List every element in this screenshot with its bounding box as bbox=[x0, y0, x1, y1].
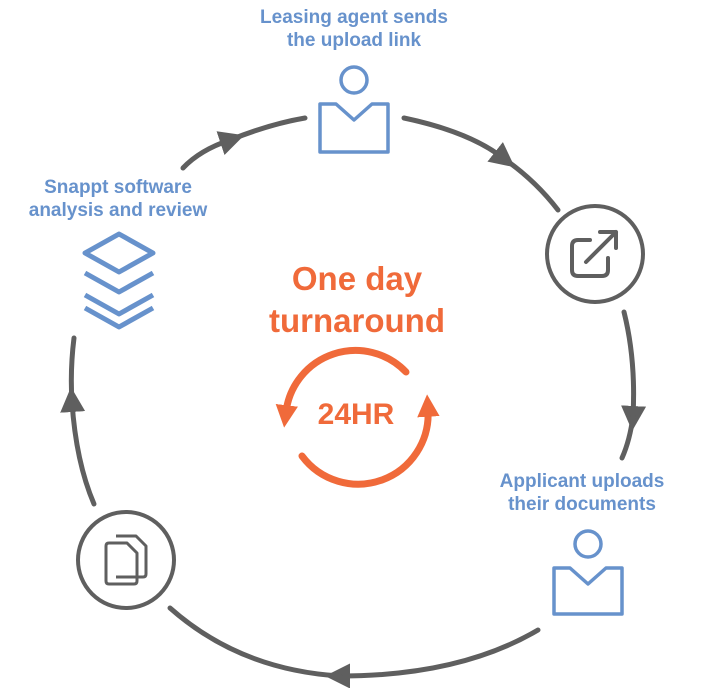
cycle-ring bbox=[60, 115, 647, 688]
arc-agent-to-link bbox=[401, 115, 515, 168]
layer-bottom bbox=[83, 292, 155, 317]
arc-snappt-to-agent bbox=[180, 131, 245, 171]
step-label-line: their documents bbox=[508, 494, 656, 515]
documents-circle bbox=[76, 510, 176, 610]
arc-snappt-to-agent-tail bbox=[227, 115, 308, 143]
documents-icon bbox=[76, 510, 176, 610]
arc-link-to-applicant bbox=[621, 309, 647, 431]
person-body bbox=[318, 102, 390, 154]
step-label-line: analysis and review bbox=[28, 200, 208, 221]
step-label-line: Leasing agent sends bbox=[260, 7, 448, 28]
step-label-leasing-agent: Leasing agent sends the upload link bbox=[204, 6, 504, 52]
refresh-arrow-top bbox=[275, 346, 410, 428]
step-label-line: Applicant uploads bbox=[499, 471, 665, 492]
document-back bbox=[116, 534, 148, 579]
arc-applicant-to-documents-tail bbox=[167, 605, 343, 679]
external-link-icon bbox=[545, 204, 645, 304]
arc-documents-to-snappt bbox=[60, 387, 97, 507]
badge-24hr: 24HR bbox=[318, 398, 395, 431]
person-icon bbox=[552, 529, 624, 616]
layers-icon bbox=[82, 231, 156, 330]
external-link-arrow bbox=[584, 230, 618, 264]
center-title-line: One day bbox=[291, 260, 423, 297]
arc-documents-to-snappt-upper bbox=[68, 335, 77, 405]
refresh-arrow-bottom bbox=[298, 394, 440, 488]
external-link-circle bbox=[545, 204, 645, 304]
arc-link-to-applicant-upper bbox=[500, 155, 561, 213]
step-label-line: Snappt software bbox=[44, 177, 192, 198]
step-label-applicant: Applicant uploads their documents bbox=[466, 470, 698, 516]
arc-link-to-applicant-lower bbox=[619, 413, 636, 461]
document-front bbox=[104, 541, 139, 586]
person-body bbox=[552, 566, 624, 616]
person-icon bbox=[318, 65, 390, 154]
refresh-cycle-icon bbox=[275, 346, 440, 488]
step-label-snappt: Snappt software analysis and review bbox=[0, 176, 236, 222]
arc-applicant-to-documents bbox=[325, 627, 541, 688]
layer-base bbox=[83, 305, 155, 330]
center-title-line: turnaround bbox=[269, 302, 445, 339]
layer-top bbox=[82, 231, 156, 275]
center-title: One day turnaround bbox=[232, 258, 482, 342]
person-head bbox=[339, 65, 369, 95]
layer-middle bbox=[83, 270, 155, 295]
external-link-box bbox=[570, 238, 610, 278]
person-head bbox=[573, 529, 603, 559]
step-label-line: the upload link bbox=[286, 30, 422, 51]
